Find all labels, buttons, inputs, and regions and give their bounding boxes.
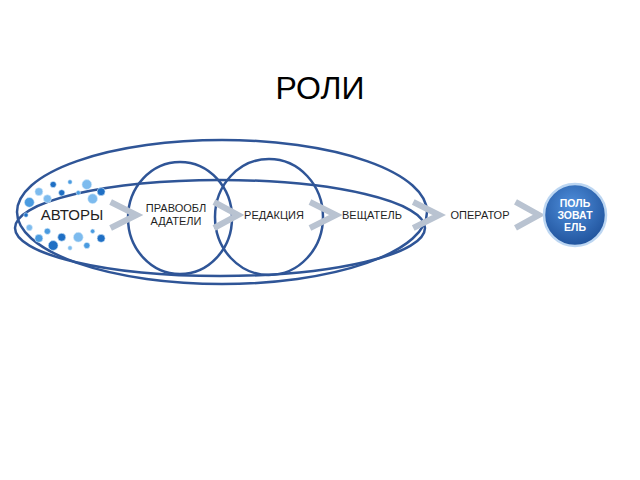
author-dot <box>88 194 98 204</box>
author-dot <box>68 246 72 250</box>
author-dot <box>58 233 66 241</box>
chevron-connector <box>111 202 137 228</box>
author-dot <box>73 232 83 242</box>
author-dot <box>97 234 105 242</box>
group-ellipse <box>128 162 232 274</box>
role-label: ПОЛЬ ЗОВАТ ЕЛЬ <box>554 197 596 233</box>
author-dot <box>24 197 34 207</box>
role-label: ОПЕРАТОР <box>451 209 510 222</box>
group-ellipse <box>215 159 323 275</box>
author-dot <box>24 213 28 217</box>
role-label: РЕДАКЦИЯ <box>244 209 304 222</box>
role-label: АВТОРЫ <box>41 206 103 223</box>
author-dots <box>24 180 105 251</box>
chevron-connector <box>516 202 540 228</box>
role-step: РЕДАКЦИЯ <box>241 206 307 225</box>
author-dot <box>82 180 92 190</box>
chevron-connector <box>214 202 238 228</box>
role-step: ОПЕРАТОР <box>448 206 513 225</box>
role-step: АВТОРЫ <box>38 203 106 226</box>
title: РОЛИ <box>0 70 640 107</box>
author-dot <box>43 195 51 203</box>
author-dot <box>97 188 105 196</box>
chevron-connector <box>413 202 439 228</box>
author-dot <box>84 242 90 248</box>
author-dot <box>48 241 58 251</box>
author-dot <box>35 188 43 196</box>
author-dot <box>90 229 94 233</box>
author-dot <box>35 234 43 242</box>
role-circle: ПОЛЬ ЗОВАТ ЕЛЬ <box>542 182 608 248</box>
author-dot <box>59 190 65 196</box>
role-label: ПРАВООБЛ АДАТЕЛИ <box>144 202 208 227</box>
circle-fill <box>544 184 606 246</box>
author-dot <box>44 228 50 234</box>
author-dot <box>68 180 72 184</box>
author-dot <box>76 191 80 195</box>
role-step: ВЕЩАТЕЛЬ <box>339 206 405 225</box>
role-step: ПРАВООБЛ АДАТЕЛИ <box>141 199 211 230</box>
chevron-connector <box>310 202 336 228</box>
role-label: ВЕЩАТЕЛЬ <box>342 209 402 222</box>
author-dot <box>26 225 32 231</box>
author-dot <box>50 181 56 187</box>
